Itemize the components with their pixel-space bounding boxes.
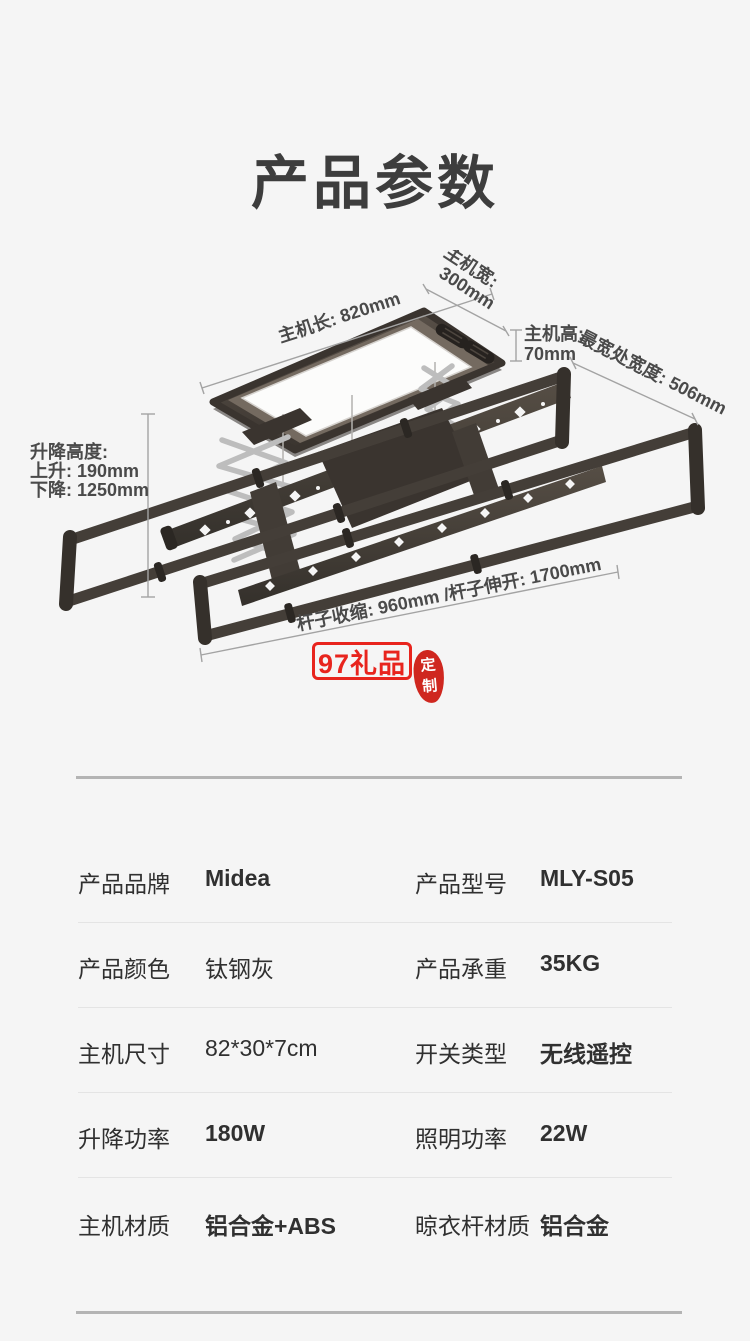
drying-rod-front	[193, 423, 705, 645]
spec-label: 产品承重	[415, 956, 507, 982]
dim-height-label-2: 70mm	[524, 344, 576, 364]
dim-lift-up: 上升: 190mm	[30, 461, 139, 481]
spec-row-2: 产品颜色 钛钢灰 产品承重 35KG	[78, 950, 672, 982]
vent-grille-1	[435, 323, 469, 349]
spec-row-5: 主机材质 铝合金+ABS 晾衣杆材质 铝合金	[78, 1207, 672, 1239]
spec-row-3: 主机尺寸 82*30*7cm 开关类型 无线遥控	[78, 1035, 672, 1067]
dim-widest-label: 最宽处宽度: 506mm	[576, 326, 731, 419]
page-title: 产品参数	[250, 151, 499, 216]
spec-value: MLY-S05	[540, 865, 634, 891]
row-separator	[78, 922, 672, 923]
row-separator	[78, 1007, 672, 1008]
spec-row-1: 产品品牌 Midea 产品型号 MLY-S05	[78, 865, 672, 897]
watermark-seal-char-2: 制	[421, 676, 439, 696]
dim-width: 主机宽: 300mm	[422, 250, 510, 337]
divider-bottom	[76, 1311, 682, 1314]
spec-value: 22W	[540, 1120, 588, 1146]
scissor-mount-right	[408, 376, 472, 410]
spec-value: 铝合金+ABS	[205, 1213, 336, 1239]
dim-height: 主机高: 70mm	[510, 323, 584, 364]
vent-grille-2	[463, 340, 495, 364]
spec-label: 主机尺寸	[78, 1041, 170, 1067]
support-beam-front	[238, 466, 606, 606]
dim-widest: 最宽处宽度: 506mm	[569, 326, 731, 426]
dim-lift: 升降高度: 上升: 190mm 下降: 1250mm	[30, 413, 155, 598]
spec-value: 180W	[205, 1120, 266, 1146]
row-separator	[78, 1092, 672, 1093]
bracket-strap-right	[452, 423, 500, 501]
spec-label: 照明功率	[415, 1126, 507, 1152]
spec-value: 钛钢灰	[205, 956, 274, 982]
watermark-brand: 97礼品	[312, 642, 412, 680]
spec-value: 无线遥控	[540, 1041, 632, 1067]
spec-value: Midea	[205, 865, 271, 891]
dim-lift-title: 升降高度:	[30, 441, 108, 462]
product-diagram: 主机长: 820mm 主机宽: 300mm 主机高: 70mm	[30, 250, 731, 663]
spec-value: 82*30*7cm	[205, 1035, 318, 1061]
dim-height-label-1: 主机高:	[524, 323, 584, 344]
spec-label: 产品型号	[415, 871, 507, 897]
spec-label: 产品颜色	[78, 956, 170, 982]
spec-label: 开关类型	[415, 1041, 507, 1067]
spec-value: 35KG	[540, 950, 601, 976]
watermark-seal-char-1: 定	[419, 656, 437, 675]
dim-lift-down: 下降: 1250mm	[30, 479, 149, 500]
drying-rod-back	[59, 367, 571, 611]
spec-label: 晾衣杆材质	[415, 1213, 530, 1239]
row-separator	[78, 1177, 672, 1178]
spec-label: 主机材质	[78, 1213, 170, 1239]
spec-label: 产品品牌	[78, 871, 170, 897]
divider-top	[76, 776, 682, 779]
scissor-mount-left	[242, 408, 312, 445]
spec-label: 升降功率	[78, 1126, 170, 1152]
spec-value: 铝合金	[540, 1213, 609, 1239]
spec-row-4: 升降功率 180W 照明功率 22W	[78, 1120, 672, 1152]
center-bracket-plate	[318, 408, 478, 528]
